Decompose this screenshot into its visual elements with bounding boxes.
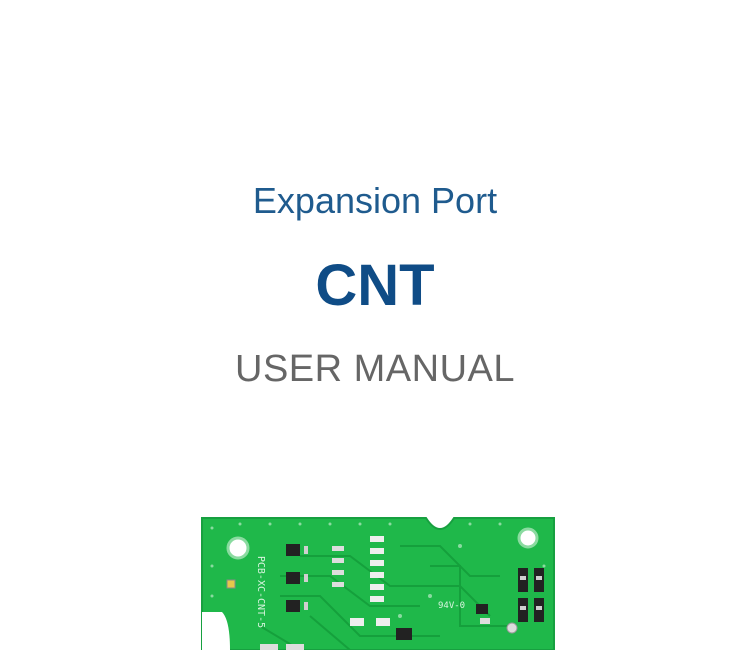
mounting-hole-left	[226, 536, 250, 560]
pcb-transistors	[286, 544, 308, 612]
pcb-silkscreen-mark: 94V-0	[438, 601, 465, 611]
cover-title: CNT	[315, 253, 435, 318]
pcb-connector-pins	[506, 568, 544, 634]
pcb-resistors	[332, 536, 384, 602]
pcb-board-photo: PCB-XC-CNT-5	[200, 516, 556, 650]
pcb-silkscreen-label: PCB-XC-CNT-5	[255, 556, 266, 628]
pcb-board-illustration: PCB-XC-CNT-5	[201, 517, 555, 650]
cover-doc-type: USER MANUAL	[235, 348, 515, 390]
mounting-hole-right	[517, 527, 539, 549]
cover-subtitle: Expansion Port	[252, 180, 498, 221]
